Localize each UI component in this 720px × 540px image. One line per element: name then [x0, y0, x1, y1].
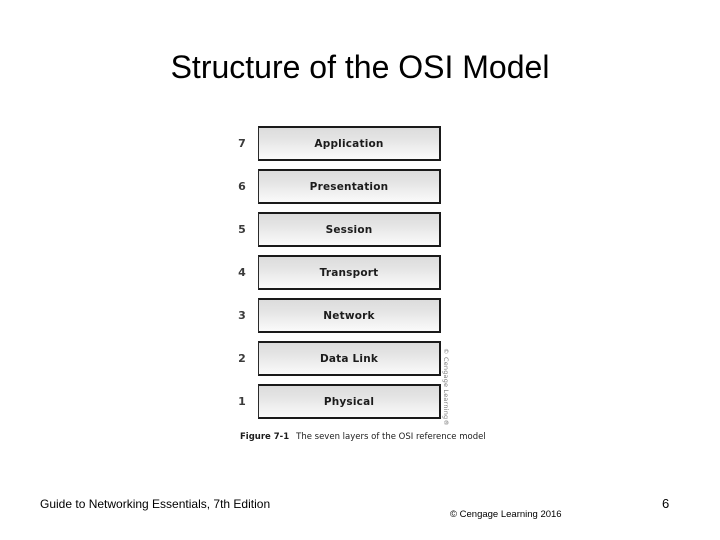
layer-number: 5: [238, 223, 246, 236]
osi-layer-row: 2 Data Link: [232, 341, 444, 376]
osi-layer-row: 1 Physical: [232, 384, 444, 419]
layer-box-network[interactable]: Network: [258, 298, 441, 333]
layer-number: 6: [238, 180, 246, 193]
footer-book-title: Guide to Networking Essentials, 7th Edit…: [40, 497, 271, 511]
layer-box-presentation[interactable]: Presentation: [258, 169, 441, 204]
layer-label: Presentation: [309, 180, 389, 193]
layer-number: 7: [238, 137, 246, 150]
layer-label: Data Link: [319, 352, 379, 365]
layer-label: Network: [323, 309, 375, 322]
layer-number: 4: [238, 266, 246, 279]
osi-layer-row: 5 Session: [232, 212, 444, 247]
footer-page-number: 6: [662, 496, 670, 511]
layer-number: 3: [238, 309, 246, 322]
page-title: Structure of the OSI Model: [170, 49, 550, 85]
osi-layer-row: 6 Presentation: [232, 169, 444, 204]
layer-label: Application: [314, 137, 384, 150]
osi-model-figure: 7 Application 6 Presentation 5 Session 4…: [232, 126, 512, 456]
layer-box-application[interactable]: Application: [258, 126, 441, 161]
osi-layer-row: 4 Transport: [232, 255, 444, 290]
layer-number: 2: [238, 352, 246, 365]
figure-caption: Figure 7-1 The seven layers of the OSI re…: [240, 432, 530, 442]
layer-label: Transport: [319, 266, 379, 279]
layer-label: Physical: [323, 395, 375, 408]
osi-layer-stack: 7 Application 6 Presentation 5 Session 4…: [232, 126, 444, 427]
layer-box-data-link[interactable]: Data Link: [258, 341, 441, 376]
layer-box-physical[interactable]: Physical: [258, 384, 441, 419]
osi-layer-row: 3 Network: [232, 298, 444, 333]
footer-copyright: © Cengage Learning 2016: [450, 509, 562, 520]
osi-layer-row: 7 Application: [232, 126, 444, 161]
layer-label: Session: [325, 223, 373, 236]
layer-box-session[interactable]: Session: [258, 212, 441, 247]
layer-number: 1: [238, 395, 246, 408]
figure-caption-number: Figure 7-1: [240, 432, 290, 442]
figure-side-credit: © Cengage Learning®: [442, 348, 450, 427]
figure-caption-text: The seven layers of the OSI reference mo…: [296, 432, 486, 442]
layer-box-transport[interactable]: Transport: [258, 255, 441, 290]
